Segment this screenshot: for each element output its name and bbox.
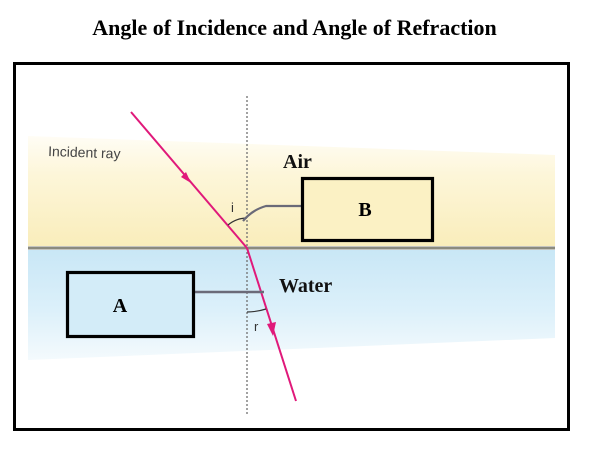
angle-incidence-label: i (231, 200, 234, 215)
angle-refraction-arc (246, 308, 267, 313)
incident-ray-label: Incident ray (48, 143, 121, 162)
water-label: Water (279, 275, 332, 297)
air-label: Air (283, 151, 312, 173)
label-box-b-text: B (358, 199, 371, 221)
incident-ray-arrow (181, 172, 191, 183)
label-box-a-text: A (113, 295, 128, 317)
refracted-ray-arrow (267, 322, 276, 336)
pointer-line-b (242, 204, 302, 222)
label-box-b (300, 176, 435, 243)
angle-refraction-label: r (254, 319, 259, 334)
label-box-a (65, 270, 196, 339)
diagram-title: Angle of Incidence and Angle of Refracti… (92, 15, 497, 40)
